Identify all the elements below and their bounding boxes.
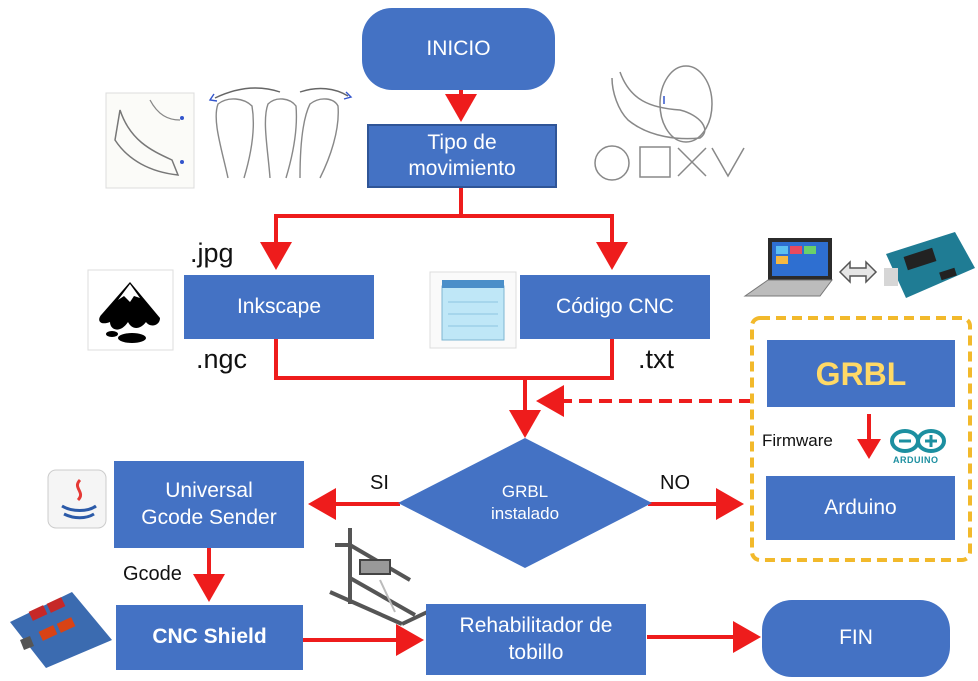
node-inkscape: Inkscape — [184, 275, 374, 339]
label-jpg: .jpg — [190, 238, 234, 268]
cnc-machine-icon — [329, 528, 441, 626]
foot-movement-sketch-icon — [208, 87, 353, 179]
arduino-logo-icon — [890, 429, 946, 453]
notepad-icon — [429, 271, 517, 349]
arrow-tipo-split — [260, 188, 463, 270]
arduino-board-icon — [884, 232, 975, 298]
double-arrow-icon — [838, 260, 878, 284]
cnc-shield-icon — [10, 592, 112, 668]
grbl-container — [750, 316, 972, 562]
inkscape-logo-icon — [87, 269, 174, 351]
node-inicio: INICIO — [362, 8, 555, 90]
label-txt: .txt — [638, 344, 675, 374]
label-firmware: Firmware — [762, 431, 833, 450]
label-si: SI — [370, 472, 389, 494]
node-fin: FIN — [762, 600, 950, 677]
laptop-icon — [743, 238, 833, 297]
label-no: NO — [660, 472, 690, 494]
foot-sketch-icon — [105, 92, 195, 189]
node-rehabilitador: Rehabilitador de tobillo — [426, 604, 646, 675]
shapes-icon — [594, 65, 745, 181]
node-arduino: Arduino — [766, 476, 955, 540]
node-universal-gcode-sender: Universal Gcode Sender — [114, 461, 304, 548]
node-grbl: GRBL — [767, 340, 955, 407]
node-codigo-cnc: Código CNC — [520, 275, 710, 339]
arrow-tipo-codigo — [461, 214, 628, 270]
label-arduino-logo: ARDUINO — [893, 455, 939, 465]
node-tipo-movimiento: Tipo de movimiento — [367, 124, 557, 188]
java-icon — [47, 469, 107, 529]
node-grbl-instalado-label: GRBL instalado — [490, 482, 560, 524]
label-ngc: .ngc — [196, 344, 248, 374]
arrow-merge — [274, 339, 614, 380]
node-cnc-shield: CNC Shield — [116, 605, 303, 670]
decision-diamond — [398, 438, 652, 568]
label-gcode: Gcode — [123, 563, 182, 585]
